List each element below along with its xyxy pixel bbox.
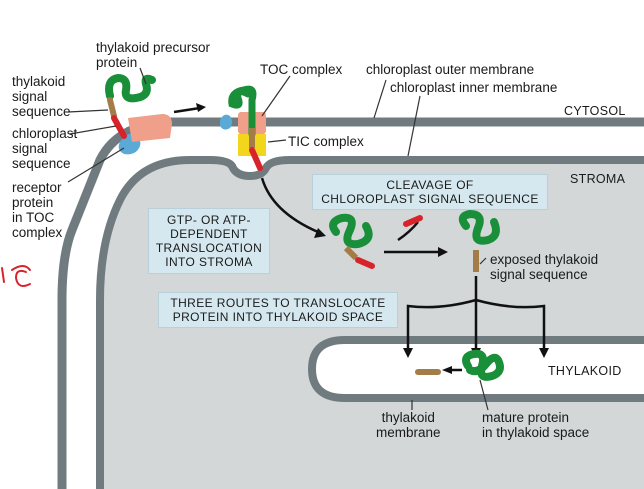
cytosol-label: CYTOSOL bbox=[564, 104, 626, 118]
arrow-into-stroma bbox=[260, 177, 319, 234]
cleaved-thylakoid-signal-head bbox=[442, 366, 452, 374]
cleaved-signal-arrow bbox=[397, 221, 419, 242]
stroma-label: STROMA bbox=[570, 172, 626, 186]
toc-complex-left-shape bbox=[128, 114, 172, 142]
leader-thylakoid-signal bbox=[67, 109, 109, 113]
arrow-into-stroma-head bbox=[314, 228, 326, 238]
handwritten-annotation-mark bbox=[1, 265, 31, 287]
tic-complex-label: TIC complex bbox=[288, 134, 364, 149]
inner-membrane-label: chloroplast inner membrane bbox=[390, 80, 558, 95]
leader-mature-protein bbox=[479, 379, 489, 411]
mature-protein-label: mature protein in thylakoid space bbox=[482, 410, 590, 440]
leader-inner-membrane bbox=[407, 95, 421, 157]
thylakoid-precursor-protein-label: thylakoid precursor protein bbox=[96, 40, 211, 70]
arrow-to-exposed-head bbox=[438, 247, 448, 257]
chloroplast-signal-top bbox=[249, 147, 263, 171]
protein-in-stroma bbox=[329, 213, 373, 249]
route-arrowhead-right bbox=[539, 348, 549, 358]
receptor-protein-label: receptor protein in TOC complex bbox=[12, 180, 63, 240]
exposed-signal-label: exposed thylakoid signal sequence bbox=[490, 252, 599, 282]
chloroplast-signal-stroma bbox=[355, 257, 375, 269]
translocation-box: GTP- OR ATP- DEPENDENT TRANSLOCATION INT… bbox=[148, 208, 270, 274]
three-routes-box: THREE ROUTES TO TRANSLOCATE PROTEIN INTO… bbox=[158, 292, 398, 328]
thylakoid-signal-left bbox=[107, 97, 117, 119]
leader-precursor bbox=[139, 67, 147, 85]
handwritten-annotation: ic bbox=[0, 256, 40, 296]
route-arrowhead-left bbox=[403, 348, 413, 358]
arrow-to-toc-head bbox=[196, 103, 206, 112]
outer-membrane-label: chloroplast outer membrane bbox=[366, 62, 535, 77]
thylakoid-signal-sequence-label: thylakoid signal sequence bbox=[12, 74, 71, 119]
chloroplast-signal-left bbox=[111, 115, 127, 139]
mature-protein-shape bbox=[462, 349, 504, 381]
toc-complex-label: TOC complex bbox=[260, 62, 343, 77]
leader-exposed-signal bbox=[479, 257, 487, 265]
leader-toc bbox=[261, 75, 291, 117]
toc-receptor-shape bbox=[220, 114, 232, 130]
arrow-to-toc bbox=[173, 106, 201, 114]
chloroplast-inner-membrane bbox=[96, 156, 644, 489]
protein-exposed bbox=[458, 209, 500, 245]
chloroplast-signal-sequence-label: chloroplast signal sequence bbox=[12, 126, 78, 171]
precursor-protein-left bbox=[105, 73, 156, 103]
leader-receptor bbox=[67, 147, 125, 183]
thylakoid-membrane-label: thylakoid membrane bbox=[376, 410, 441, 440]
thylakoid-signal-stroma bbox=[343, 245, 359, 261]
leader-chloroplast-signal bbox=[69, 125, 117, 135]
thylakoid-label: THYLAKOID bbox=[548, 364, 622, 378]
precursor-protein-top bbox=[228, 85, 257, 138]
cleaved-signal-piece bbox=[403, 215, 423, 227]
cleavage-box: CLEAVAGE OF CHLOROPLAST SIGNAL SEQUENCE bbox=[312, 174, 548, 210]
leader-outer-membrane bbox=[373, 79, 387, 119]
leader-tic bbox=[267, 139, 287, 143]
three-routes-arrows bbox=[406, 276, 546, 350]
